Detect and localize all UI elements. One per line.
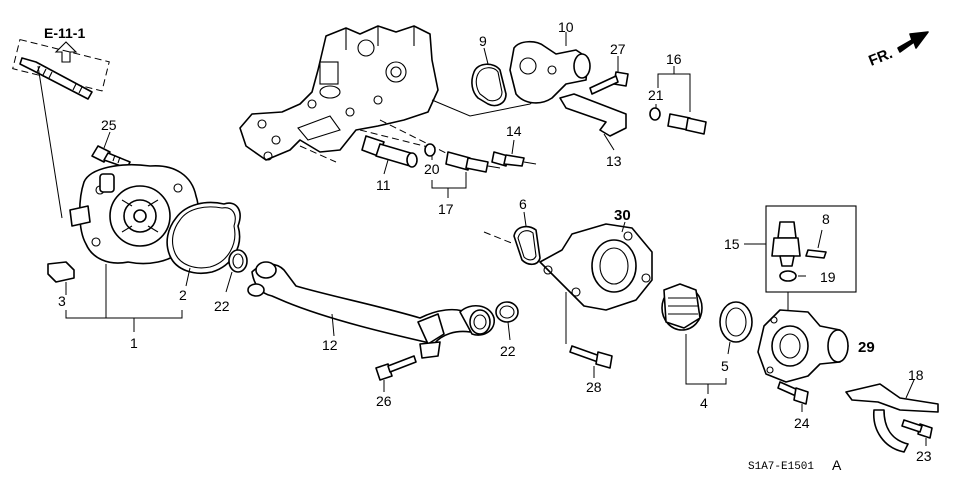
gasket-9	[471, 63, 507, 107]
switch-15	[771, 221, 801, 267]
callout-16[interactable]: 16	[666, 51, 682, 67]
callout-18[interactable]: 18	[908, 367, 924, 383]
stud-bolt	[12, 38, 110, 100]
clip-8	[805, 249, 827, 259]
thermostat-housing-30	[539, 223, 653, 311]
callout-2[interactable]: 2	[179, 287, 187, 303]
callout-15[interactable]: 15	[724, 236, 740, 252]
bracket-1	[65, 310, 183, 319]
bracket-17	[431, 172, 467, 189]
callout-28[interactable]: 28	[586, 379, 602, 395]
callout-30[interactable]: 30	[614, 207, 631, 224]
sensor-16	[667, 113, 707, 135]
bolt-23	[901, 419, 933, 439]
diagram-code-suffix: A	[832, 457, 842, 473]
water-fitting-11	[361, 135, 418, 168]
thermostat-4	[661, 283, 703, 331]
callout-8[interactable]: 8	[822, 211, 830, 227]
callout-24[interactable]: 24	[794, 415, 810, 431]
leader-25	[103, 131, 111, 149]
leader-stud	[37, 65, 63, 219]
o-ring-19	[779, 270, 797, 282]
callout-20[interactable]: 20	[424, 161, 440, 177]
callout-29[interactable]: 29	[858, 339, 875, 356]
direction-label: FR.	[866, 45, 895, 70]
callout-25[interactable]: 25	[101, 117, 117, 133]
cylinder-head-housing	[239, 25, 439, 161]
sensor-14	[491, 151, 537, 167]
pump-fitting-3	[47, 261, 75, 283]
diagram-code: S1A7-E1501	[748, 461, 814, 473]
callout-4[interactable]: 4	[700, 395, 708, 411]
section-reference[interactable]: E-11-1	[44, 25, 85, 41]
callout-11[interactable]: 11	[376, 177, 391, 193]
bracket-13	[559, 93, 627, 137]
callout-27[interactable]: 27	[610, 41, 626, 57]
callout-5[interactable]: 5	[721, 358, 729, 374]
callout-12[interactable]: 12	[322, 337, 338, 353]
clamp-bracket-18	[845, 383, 939, 453]
callout-17[interactable]: 17	[438, 201, 454, 217]
callout-3[interactable]: 3	[58, 293, 66, 309]
bolt-27	[589, 71, 629, 95]
callout-14[interactable]: 14	[506, 123, 522, 139]
bolt-24	[777, 381, 809, 405]
washer-21	[649, 107, 661, 121]
bolt-26	[375, 355, 417, 381]
callout-26[interactable]: 26	[376, 393, 392, 409]
callout-22-right[interactable]: 22	[500, 343, 516, 359]
callout-23[interactable]: 23	[916, 448, 932, 464]
washer-20	[424, 143, 436, 157]
bolt-28	[569, 345, 613, 369]
callout-13[interactable]: 13	[606, 153, 622, 169]
o-ring-22-left	[228, 249, 248, 273]
callout-21[interactable]: 21	[648, 87, 664, 103]
up-arrow-icon	[54, 41, 78, 63]
water-inlet-29	[757, 309, 849, 383]
callout-19[interactable]: 19	[820, 269, 836, 285]
temperature-sensor-17	[445, 151, 501, 173]
seal-5	[719, 301, 753, 343]
callout-22-left[interactable]: 22	[214, 298, 230, 314]
callout-6[interactable]: 6	[519, 196, 527, 212]
callout-1[interactable]: 1	[130, 335, 138, 351]
callout-9[interactable]: 9	[479, 33, 487, 49]
connecting-pipe-12	[247, 261, 495, 359]
switch-box-15	[765, 205, 857, 293]
front-arrow-icon	[897, 31, 929, 53]
bracket-4	[685, 334, 727, 385]
o-ring-22-right	[495, 301, 519, 323]
callout-10[interactable]: 10	[558, 19, 574, 35]
water-outlet-10	[509, 40, 591, 104]
